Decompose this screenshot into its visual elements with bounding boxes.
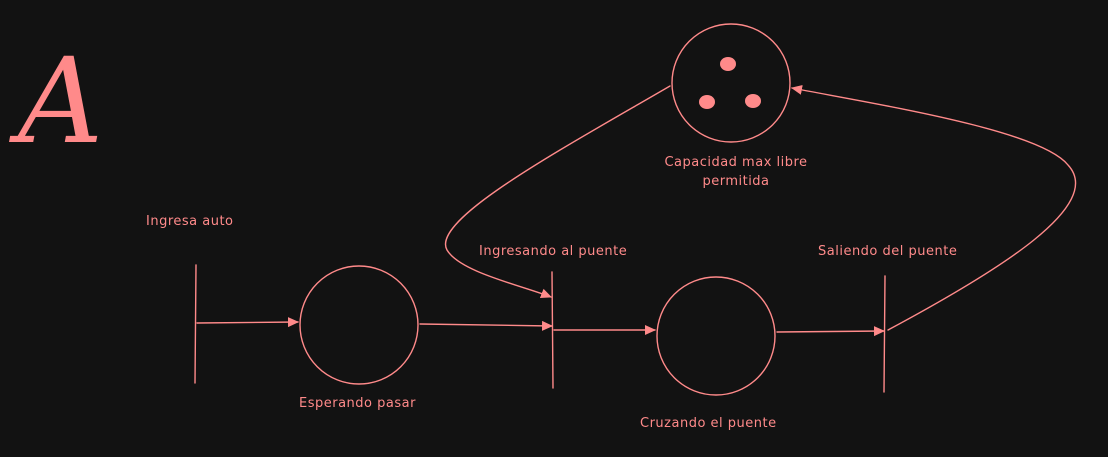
place-cruzando-el-puente [656,276,776,396]
arc-esperando-to-ingresando [419,320,553,331]
token [699,95,715,109]
token [720,57,736,71]
label-ingresa-auto: Ingresa auto [146,214,234,229]
transition-saliendo-del-puente [883,275,886,393]
label-capacidad-line1: Capacidad max libre [664,155,807,170]
diagram-letter: A [9,32,103,170]
place-esperando-pasar [299,265,419,385]
arc-cruzando-to-saliendo [776,326,885,337]
label-saliendo-del-puente: Saliendo del puente [818,244,957,259]
label-ingresando-al-puente: Ingresando al puente [479,244,627,259]
arc-saliendo-to-capacidad [791,84,1076,331]
transition-ingresando-al-puente [551,271,554,389]
label-esperando-pasar: Esperando pasar [299,396,416,411]
transition-ingresa-auto [194,264,197,384]
label-cruzando-el-puente: Cruzando el puente [640,416,777,431]
arc-capacidad-to-ingresando [444,85,671,299]
label-capacidad-line2: permitida [702,174,769,189]
token [745,94,761,108]
place-capacidad-max [671,23,791,143]
arc-ingresa-to-esperando [196,317,299,328]
